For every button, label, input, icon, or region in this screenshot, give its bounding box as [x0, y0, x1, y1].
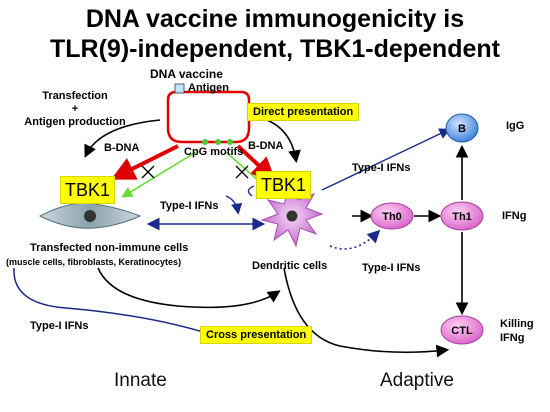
innate-label: Innate [114, 370, 167, 391]
transfected-cells-sub: (muscle cells, fibroblasts, Keratinocyte… [6, 257, 182, 267]
arrow-type1-bottom-left [13, 267, 231, 343]
cpg-dot-1 [202, 139, 208, 145]
ctl-node [440, 315, 484, 345]
dna-vaccine-label: DNA vaccine [150, 67, 223, 81]
title-line-1: DNA vaccine immunogenicity is [85, 5, 465, 33]
th1-node-label: Th1 [452, 211, 472, 223]
transfection-line-2: Antigen production [24, 116, 126, 128]
transfection-label: Transfection + Antigen production [20, 90, 130, 129]
antigen-label: Antigen [188, 82, 229, 94]
green-arrow-left [121, 151, 197, 198]
cross-right [235, 165, 249, 179]
cross-presentation-label: Cross presentation [200, 326, 313, 344]
dendritic-cells-label: Dendritic cells [252, 260, 328, 272]
killing-label: Killing [500, 318, 534, 330]
arrow-dc-b [321, 128, 451, 191]
dendritic-nucleus [286, 210, 298, 222]
type1-ifns-top-right: Type-I IFNs [352, 162, 411, 174]
transfection-plus: + [71, 103, 79, 115]
th0-node-label: Th0 [382, 211, 402, 223]
cpg-motifs-label: CpG motifs [184, 146, 244, 158]
bdna-left-label: B-DNA [104, 142, 140, 154]
type1-ifns-bottom-left: Type-I IFNs [30, 320, 89, 332]
title-line-2: TLR(9)-independent, TBK1-dependent [50, 35, 500, 63]
tbk1-left: TBK1 [60, 176, 116, 204]
b-cell-node [445, 113, 479, 143]
dotted-ifn-arrow [329, 229, 381, 250]
type1-ifns-center: Type-I IFNs [160, 200, 219, 212]
transfection-line-1: Transfection [42, 90, 108, 102]
arrow-cross-presentation [97, 267, 281, 309]
ctl-ifng-label: IFNg [500, 332, 525, 344]
cpg-dot-3 [227, 139, 233, 145]
th0-node [370, 202, 414, 230]
arrow-dc-ctl [283, 267, 450, 358]
plasmid-shape [166, 90, 251, 144]
cross-left [141, 165, 155, 179]
th1-node [440, 201, 484, 231]
antigen-box [174, 83, 185, 94]
red-arrow-left [110, 144, 179, 180]
cpg-dot-2 [215, 139, 221, 145]
bdna-right-label: B-DNA [248, 140, 284, 152]
type1-ifns-bottom-right: Type-I IFNs [362, 262, 421, 274]
arrow-vaccine-dc [251, 115, 301, 164]
type1-loop-arrow [225, 185, 255, 212]
direct-presentation-label: Direct presentation [247, 103, 360, 121]
b-node-label: B [458, 123, 466, 135]
adaptive-label: Adaptive [380, 370, 454, 391]
igg-label: IgG [506, 120, 525, 132]
transfected-cells-title: Transfected non-immune cells [30, 242, 189, 254]
tbk1-right: TBK1 [256, 171, 312, 199]
fibroblast-nucleus [84, 210, 96, 222]
ifng-label: IFNg [502, 210, 527, 222]
ctl-node-label: CTL [451, 325, 473, 337]
arrow-transfection [84, 119, 161, 158]
